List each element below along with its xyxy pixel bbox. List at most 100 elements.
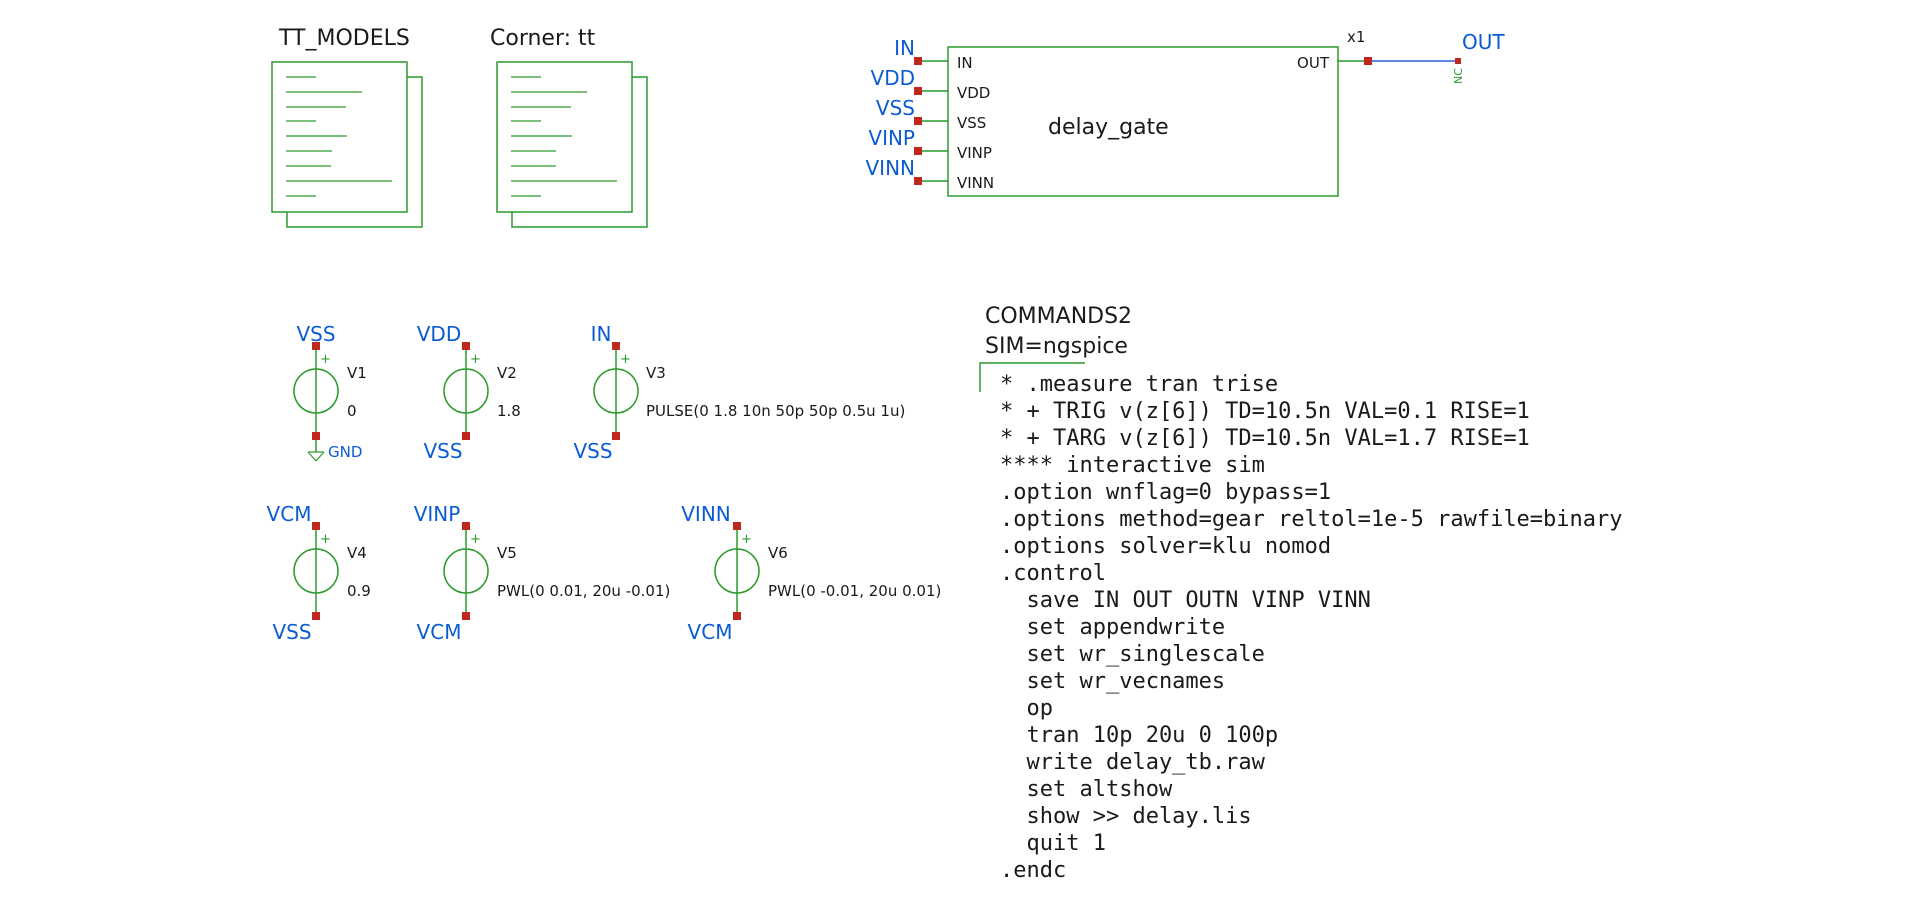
document-icon <box>496 61 633 213</box>
source-name: V1 <box>347 364 367 382</box>
source-value: PWL(0 -0.01, 20u 0.01) <box>768 582 941 600</box>
code-line: op <box>1000 696 1053 721</box>
right-pins: OUT <box>1297 54 1372 72</box>
nc-terminal[interactable] <box>1455 58 1461 64</box>
pin-terminal[interactable] <box>462 522 470 530</box>
net-label-top: VINN <box>681 502 731 526</box>
net-label-top: IN <box>591 322 612 346</box>
plus-sign-icon: + <box>320 532 331 547</box>
source-name: V2 <box>497 364 517 382</box>
pin-terminal[interactable] <box>1364 57 1372 65</box>
net-label-vinn: VINN <box>865 156 915 180</box>
net-label-bottom: VSS <box>272 620 311 644</box>
tt-models-symbol[interactable]: TT_MODELS <box>271 26 423 228</box>
commands-code: * .measure tran trise * + TRIG v(z[6]) T… <box>1000 372 1623 883</box>
code-line: set wr_vecnames <box>1000 669 1225 694</box>
code-line: set wr_singlescale <box>1000 642 1265 667</box>
net-label-bottom: VSS <box>573 439 612 463</box>
net-label-in: IN <box>894 36 915 60</box>
plus-sign-icon: + <box>470 352 481 367</box>
voltage-source-v6[interactable]: + V6 PWL(0 -0.01, 20u 0.01) VINN VCM <box>681 502 941 644</box>
net-label-top: VCM <box>267 502 312 526</box>
source-value: 0 <box>347 402 357 420</box>
code-line: quit 1 <box>1000 831 1106 856</box>
pin-terminal[interactable] <box>914 147 922 155</box>
code-line: tran 10p 20u 0 100p <box>1000 723 1278 748</box>
code-line: set appendwrite <box>1000 615 1225 640</box>
pin-terminal[interactable] <box>312 522 320 530</box>
pin-label-vss: VSS <box>957 114 986 132</box>
left-pins: IN IN VDD VDD VSS VSS VINP VINP VINN VIN… <box>865 36 994 192</box>
plus-sign-icon: + <box>470 532 481 547</box>
voltage-source-v3[interactable]: + V3 PULSE(0 1.8 10n 50p 50p 0.5u 1u) IN… <box>573 322 905 463</box>
net-label-vss: VSS <box>876 96 915 120</box>
net-label-bottom: GND <box>328 443 362 461</box>
pin-label-out: OUT <box>1297 54 1330 72</box>
net-label-out: OUT <box>1462 30 1505 54</box>
plus-sign-icon: + <box>620 352 631 367</box>
source-value: 1.8 <box>497 402 521 420</box>
code-line: write delay_tb.raw <box>1000 750 1266 775</box>
source-value: PULSE(0 1.8 10n 50p 50p 0.5u 1u) <box>646 402 905 420</box>
net-label-vdd: VDD <box>871 66 915 90</box>
pin-terminal[interactable] <box>733 612 741 620</box>
voltage-source-v4[interactable]: + V4 0.9 VCM VSS <box>267 502 371 644</box>
commands-sim: SIM=ngspice <box>985 334 1128 359</box>
plus-sign-icon: + <box>741 532 752 547</box>
pin-terminal[interactable] <box>462 432 470 440</box>
pin-terminal[interactable] <box>462 342 470 350</box>
source-name: V6 <box>768 544 788 562</box>
tt-models-label: TT_MODELS <box>278 26 410 51</box>
source-name: V5 <box>497 544 517 562</box>
corner-symbol[interactable]: Corner: tt <box>490 26 648 228</box>
pin-terminal[interactable] <box>914 87 922 95</box>
subcircuit-name: delay_gate <box>1048 115 1169 140</box>
net-label-vinp: VINP <box>868 126 915 150</box>
pin-terminal[interactable] <box>914 57 922 65</box>
code-line: .endc <box>1000 858 1066 883</box>
code-line: **** interactive sim <box>1000 453 1265 478</box>
net-label-top: VSS <box>296 322 335 346</box>
net-label-top: VDD <box>417 322 461 346</box>
code-line: .options method=gear reltol=1e-5 rawfile… <box>1000 507 1623 532</box>
document-lines-icon <box>286 76 392 197</box>
pin-label-vinp: VINP <box>957 144 992 162</box>
code-line: .options solver=klu nomod <box>1000 534 1331 559</box>
voltage-source-v2[interactable]: + V2 1.8 VDD VSS <box>417 322 521 463</box>
code-line: * + TRIG v(z[6]) TD=10.5n VAL=0.1 RISE=1 <box>1000 399 1530 424</box>
code-line: .option wnflag=0 bypass=1 <box>1000 480 1331 505</box>
document-icon <box>271 61 408 213</box>
pin-label-vdd: VDD <box>957 84 990 102</box>
pin-label-vinn: VINN <box>957 174 994 192</box>
document-lines-icon <box>511 76 617 197</box>
source-value: PWL(0 0.01, 20u -0.01) <box>497 582 670 600</box>
pin-terminal[interactable] <box>312 432 320 440</box>
source-name: V4 <box>347 544 367 562</box>
net-label-bottom: VSS <box>423 439 462 463</box>
delay-gate-subcircuit[interactable]: delay_gate x1 IN IN VDD VDD VSS VSS VINP… <box>865 28 1505 197</box>
pin-terminal[interactable] <box>312 612 320 620</box>
pin-terminal[interactable] <box>914 177 922 185</box>
code-line: * + TARG v(z[6]) TD=10.5n VAL=1.7 RISE=1 <box>1000 426 1530 451</box>
pin-terminal[interactable] <box>462 612 470 620</box>
pin-terminal[interactable] <box>312 342 320 350</box>
ground-icon <box>307 451 325 462</box>
plus-sign-icon: + <box>320 352 331 367</box>
instance-name: x1 <box>1347 28 1365 46</box>
voltage-source-v1[interactable]: + V1 0 VSS GND <box>293 322 367 462</box>
pin-terminal[interactable] <box>612 342 620 350</box>
voltage-source-v5[interactable]: + V5 PWL(0 0.01, 20u -0.01) VINP VCM <box>414 502 671 644</box>
pin-terminal[interactable] <box>612 432 620 440</box>
code-line: .control <box>1000 561 1106 586</box>
code-line: save IN OUT OUTN VINP VINN <box>1000 588 1371 613</box>
commands-block[interactable]: COMMANDS2 SIM=ngspice * .measure tran tr… <box>979 304 1623 883</box>
code-line: * .measure tran trise <box>1000 372 1278 397</box>
pin-terminal[interactable] <box>914 117 922 125</box>
commands-bracket <box>979 362 1085 392</box>
pin-terminal[interactable] <box>733 522 741 530</box>
commands-title: COMMANDS2 <box>985 304 1132 329</box>
corner-label: Corner: tt <box>490 26 596 51</box>
code-line: show >> delay.lis <box>1000 804 1252 829</box>
no-connect-label: NC <box>1452 68 1465 84</box>
